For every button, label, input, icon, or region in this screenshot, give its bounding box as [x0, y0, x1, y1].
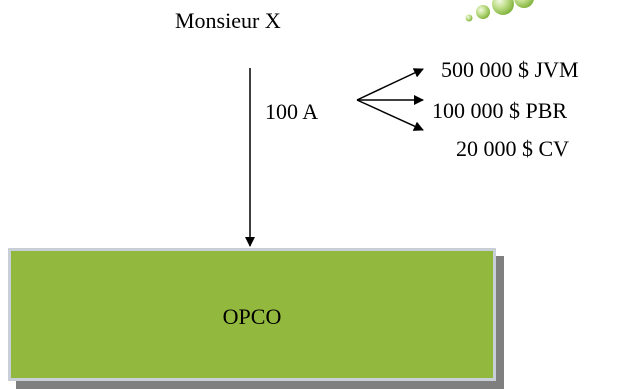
company-box: OPCO: [8, 248, 496, 381]
shares-label: 100 A: [265, 99, 319, 124]
green-dots-icon: [465, 0, 534, 22]
attribute-pbr: 100 000 $ PBR: [432, 98, 568, 123]
dot-medium: [476, 5, 490, 19]
company-label: OPCO: [222, 303, 282, 329]
shareholder-label: Monsieur X: [175, 8, 281, 33]
dot-large: [492, 0, 514, 15]
dot-xlarge: [514, 0, 534, 8]
attribute-cv: 20 000 $ CV: [456, 136, 570, 161]
arrow-to-jvm: [356, 68, 424, 101]
attribute-jvm: 500 000 $ JVM: [441, 57, 579, 82]
dot-small: [465, 14, 473, 22]
arrow-to-cv: [356, 99, 424, 131]
